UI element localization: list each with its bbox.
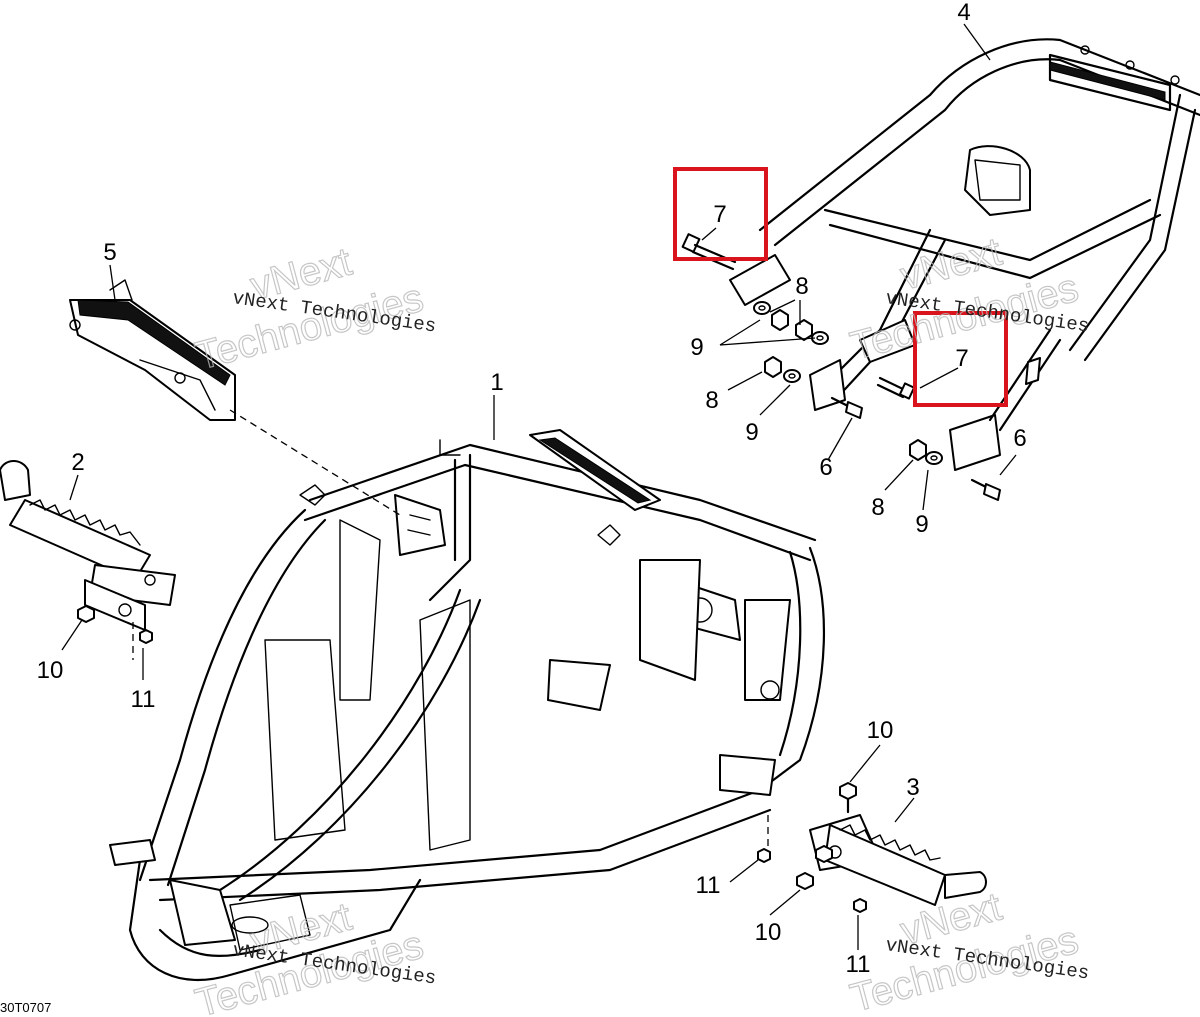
callout-11-right-upper: 11 (696, 872, 721, 899)
callout-2: 2 (71, 449, 84, 476)
right-footrest-fasteners (757, 782, 867, 913)
callout-10-right-lower: 10 (755, 919, 782, 946)
washer-9a (753, 301, 771, 315)
callout-9-upper: 9 (690, 334, 703, 361)
callout-3: 3 (906, 774, 919, 801)
highlight-box-7-upper (673, 167, 768, 261)
figure-code: 30T0707 (0, 1000, 51, 1015)
fastener-set-upper (681, 233, 1041, 501)
watermark-top-left: vNext Technologies vNext Technologies (190, 239, 437, 379)
main-frame-part (109, 429, 826, 982)
highlight-box-7-lower (913, 311, 1008, 407)
callout-labels: 1 2 3 4 5 6 6 7 7 8 8 8 9 9 9 10 10 10 1… (37, 0, 1027, 978)
nut-8-lower (909, 439, 927, 461)
callout-9-lower: 9 (915, 511, 928, 538)
watermark-bottom-right: vNext Technologies vNext Technologies (845, 884, 1090, 1017)
callout-11-left: 11 (131, 686, 156, 713)
assembly-line-handle (229, 409, 401, 516)
callout-8-upper: 8 (795, 273, 808, 300)
bolt-7-lower (876, 376, 916, 400)
nut-8c (764, 356, 782, 378)
grab-handle-part (69, 279, 236, 421)
callout-4: 4 (957, 0, 970, 26)
washer-9-lower (925, 451, 943, 465)
callout-8-middle: 8 (705, 387, 718, 414)
callout-11-right-lower: 11 (846, 951, 871, 978)
bolt-6-middle (830, 396, 863, 419)
leader-lines (61, 23, 1017, 950)
callout-10-right-upper: 10 (867, 717, 894, 744)
callout-1: 1 (490, 369, 503, 396)
washer-9c (783, 369, 801, 383)
bolt-7-upper (681, 233, 737, 271)
rear-subframe-part (729, 38, 1200, 471)
callout-6-lower: 6 (1013, 425, 1026, 452)
callout-10-left: 10 (37, 657, 64, 684)
left-footrest-fasteners (77, 605, 153, 660)
callout-9-middle: 9 (745, 419, 758, 446)
bolt-6-lower (970, 478, 1001, 501)
right-footrest-part (809, 814, 987, 906)
left-footrest-part (0, 460, 176, 631)
callout-8-lower: 8 (871, 494, 884, 521)
callout-5: 5 (103, 239, 116, 266)
nut-8b (795, 319, 813, 341)
nut-8a (771, 309, 789, 331)
callout-7-lower: 7 (955, 345, 968, 372)
callout-7-upper: 7 (713, 201, 726, 228)
callout-6-middle: 6 (819, 454, 832, 481)
